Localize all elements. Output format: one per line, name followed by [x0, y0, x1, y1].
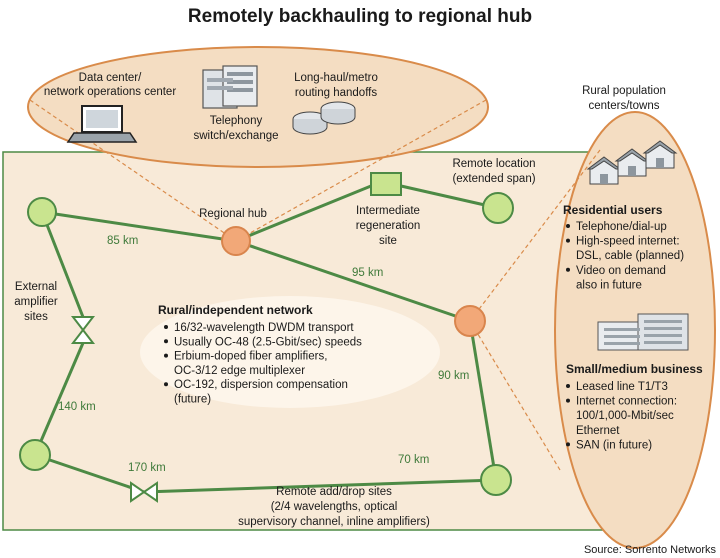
remote-location-node: [482, 192, 514, 224]
callout-line-right: [235, 99, 487, 242]
amplifier-label-2: amplifier: [14, 296, 58, 308]
residential-bullet-text: also in future: [576, 279, 642, 291]
link-west-hub: [41, 210, 237, 243]
rural-network-bullet-text: OC-192, dispersion compensation: [174, 379, 348, 391]
long-haul-label-1: Long-haul/metro: [294, 72, 378, 84]
add-drop-label-3: supervisory channel, inline amplifiers): [238, 516, 430, 528]
amplifier-vertical-icon: [70, 316, 96, 344]
business-bullet-dot: [566, 384, 570, 388]
network-node-southeast: [480, 464, 512, 496]
diagram-title: Remotely backhauling to regional hub: [188, 6, 532, 27]
distance-label-90km: 90 km: [438, 370, 469, 382]
router-icon: [292, 101, 356, 135]
add-drop-label-2: (2/4 wavelengths, optical: [271, 501, 398, 513]
business-bullet-text: 100/1,000-Mbit/sec: [576, 410, 674, 422]
regeneration-site-node: [370, 172, 402, 196]
server-rack-icon: [202, 65, 258, 109]
link-regen-remote: [400, 184, 499, 210]
rural-network-bullet-text: 16/32-wavelength DWDM transport: [174, 322, 354, 334]
network-node-west: [27, 197, 57, 227]
residential-bullet-text: High-speed internet:: [576, 236, 680, 248]
business-bullet-dot: [566, 442, 570, 447]
intermediate-label-1: Intermediate: [356, 205, 420, 217]
business-bullet-text: Internet connection:: [576, 396, 677, 408]
data-center-label-1: Data center/: [79, 72, 142, 84]
business-bullet-text: Ethernet: [576, 425, 620, 437]
distance-label-85km: 85 km: [107, 235, 138, 247]
residential-bullet-dot: [566, 267, 570, 272]
residential-bullet-text: Video on demand: [576, 265, 666, 277]
distance-label-95km: 95 km: [352, 267, 383, 279]
remote-location-label-2: (extended span): [452, 173, 535, 185]
office-buildings-icon: [597, 313, 689, 351]
laptop-icon: [66, 105, 138, 143]
houses-icon: [586, 140, 678, 185]
residential-bullet-dot: [566, 238, 570, 243]
rural-network-bullet-dot: [164, 339, 168, 344]
source-credit: Source: Sorrento Networks: [584, 544, 717, 556]
rural-network-heading: Rural/independent network: [158, 303, 313, 317]
callout-line-lower: [469, 320, 561, 471]
intermediate-label-3: site: [379, 235, 397, 247]
link-southeast-amplifier: [143, 478, 497, 494]
intermediate-label-2: regeneration: [356, 220, 421, 232]
distance-label-140km: 140 km: [58, 401, 96, 413]
rural-network-bullet-text: Erbium-doped fiber amplifiers,: [174, 351, 327, 363]
rural-network-bullet-dot: [164, 382, 168, 387]
callout-line-upper: [469, 149, 601, 322]
residential-bullet-text: DSL, cable (planned): [576, 250, 684, 262]
link-southwest-amplifier: [33, 342, 85, 456]
long-haul-label-2: routing handoffs: [295, 87, 378, 99]
fiber-links: [33, 184, 499, 494]
telephony-label-2: switch/exchange: [193, 130, 278, 142]
amplifier-label-1: External: [15, 281, 57, 293]
rural-network-ellipse: [140, 296, 440, 408]
rural-network-bullet-text: Usually OC-48 (2.5-Gbit/sec) speeds: [174, 336, 362, 348]
business-bullet-dot: [566, 398, 570, 403]
hub-services-panel: [27, 46, 489, 168]
link-amplifier-southwest: [34, 453, 145, 494]
rural-network-bullet-text: (future): [174, 394, 211, 406]
business-bullet-text: Leased line T1/T3: [576, 381, 668, 393]
rural-towns-heading-1: Rural population: [582, 85, 666, 97]
link-hub-relay: [235, 239, 471, 323]
callout-lines: [29, 99, 601, 471]
relay-hub-node: [454, 305, 486, 337]
rural-network-bullet-text: OC-3/12 edge multiplexer: [174, 365, 305, 377]
regional-hub-node: [221, 226, 251, 256]
business-bullet-text: SAN (in future): [576, 439, 652, 451]
residential-bullet-dot: [566, 224, 570, 228]
amplifier-horizontal-icon: [130, 481, 158, 503]
regional-hub-label: Regional hub: [199, 208, 267, 220]
network-node-southwest: [19, 439, 51, 471]
rural-towns-heading-2: centers/towns: [589, 100, 660, 112]
rural-network-bullet-dot: [164, 353, 168, 358]
rural-network-bullet-dot: [164, 325, 168, 329]
data-center-label-2: network operations center: [44, 86, 176, 98]
link-amplifier-west: [40, 211, 85, 318]
add-drop-label-1: Remote add/drop sites: [276, 486, 392, 498]
distance-label-70km: 70 km: [398, 454, 429, 466]
distance-label-170km: 170 km: [128, 462, 166, 474]
link-hub-regen: [235, 184, 372, 243]
telephony-label-1: Telephony: [210, 115, 263, 127]
residential-users-title: Residential users: [563, 203, 663, 217]
remote-location-label-1: Remote location: [452, 158, 535, 170]
residential-bullet-text: Telephone/dial-up: [576, 221, 667, 233]
business-title: Small/medium business: [566, 362, 703, 376]
link-relay-southeast: [468, 320, 498, 481]
amplifier-label-3: sites: [24, 311, 48, 323]
